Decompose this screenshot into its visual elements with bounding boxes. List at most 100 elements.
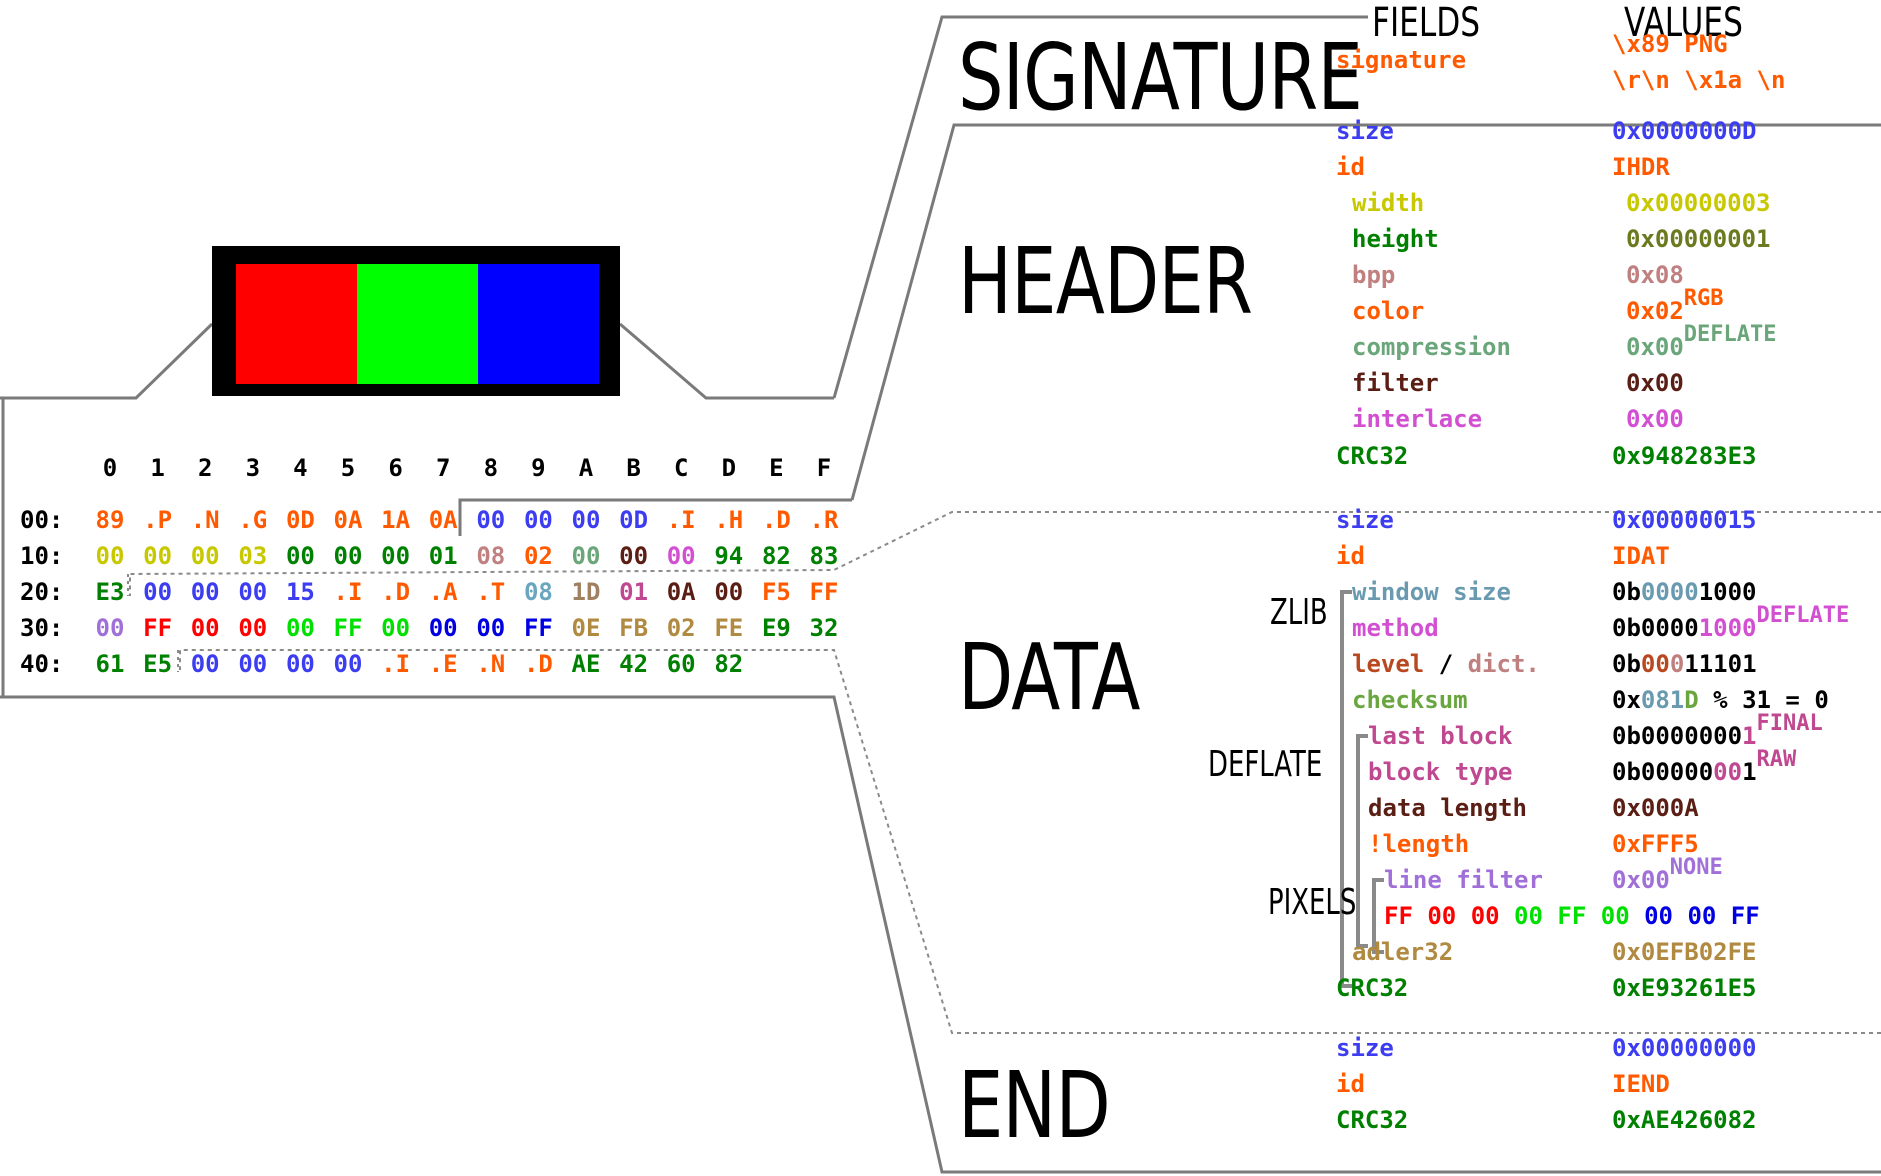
hex-byte: 1D (571, 578, 601, 606)
image-preview-frame (212, 246, 620, 396)
hex-byte: E5 (143, 650, 173, 678)
value-annotation: NONE (1669, 855, 1723, 880)
zlib-bracket (1340, 590, 1352, 988)
value-annotation: FINAL (1756, 711, 1823, 736)
field-label: width (1352, 189, 1425, 217)
hex-byte: 08 (523, 578, 553, 606)
deflate-bracket (1356, 734, 1368, 948)
hex-byte: FF (333, 614, 363, 642)
value-part: IHDR (1612, 153, 1670, 181)
hex-byte: 00 (238, 578, 268, 606)
value-part: 0x948283E3 (1612, 442, 1757, 470)
field-value: 0b00011101 (1612, 646, 1757, 682)
field-label: filter (1352, 369, 1439, 397)
value-annotation: DEFLATE (1756, 603, 1850, 628)
value-part: 0b (1612, 578, 1641, 606)
hex-byte: 00 (381, 614, 411, 642)
field-value: \x89 PNG (1612, 26, 1728, 62)
value-part: 0b (1612, 650, 1641, 678)
value-part: 0x0EFB02FE (1612, 938, 1757, 966)
hex-column-header: 3 (245, 454, 261, 482)
field-label: adler32 (1352, 938, 1454, 966)
hex-byte: FF (809, 578, 839, 606)
field-label: size (1336, 117, 1394, 145)
field-value: 0x02RGB (1626, 286, 1724, 331)
hex-byte: 0A (666, 578, 696, 606)
hex-byte: 0D (285, 506, 315, 534)
group-label-pixels: PIXELS (1268, 882, 1357, 923)
value-part: 0xFFF5 (1612, 830, 1699, 858)
hex-byte: AE (571, 650, 601, 678)
value-part: 00 FF 00 (1514, 902, 1645, 930)
hex-byte: 00 (285, 650, 315, 678)
field-value: 0x948283E3 (1612, 438, 1757, 474)
hex-column-header: 4 (293, 454, 308, 482)
field-label: CRC32 (1336, 1106, 1409, 1134)
hex-byte: 01 (428, 542, 458, 570)
signature-connector (832, 15, 1368, 399)
field-label: color (1352, 297, 1425, 325)
field-value: 0x00 (1626, 365, 1684, 401)
data-bottom-dashed (179, 649, 1881, 1034)
field-label: compression (1352, 333, 1511, 361)
hex-byte: 00 (619, 542, 649, 570)
hex-byte: 00 (428, 614, 458, 642)
hex-column-header: 8 (483, 454, 499, 482)
field-label: size (1336, 1034, 1394, 1062)
field-value: 0xAE426082 (1612, 1102, 1757, 1138)
hex-row-offset: 30: (20, 614, 64, 642)
hex-byte: 00 (143, 542, 173, 570)
value-part: 0b0000000 (1612, 722, 1743, 750)
hex-row-offset: 40: (20, 650, 64, 678)
image-pixel (478, 264, 599, 384)
hex-byte: 61 (95, 650, 125, 678)
value-part: 0x08 (1626, 261, 1684, 289)
value-part: 0x000A (1612, 794, 1699, 822)
field-label: line filter (1384, 866, 1543, 894)
field-label: interlace (1352, 405, 1483, 433)
hex-byte: .H (714, 506, 744, 534)
field-value: 0xE93261E5 (1612, 970, 1757, 1006)
field-value: 0x00NONE (1612, 855, 1723, 900)
hex-byte: 89 (95, 506, 125, 534)
values-heading: VALUES (1624, 0, 1743, 46)
value-part: 081 (1640, 686, 1685, 714)
field-label: height (1352, 225, 1439, 253)
value-part: 1000 (1698, 578, 1757, 606)
hex-byte: .A (428, 578, 458, 606)
hex-byte: 00 (95, 614, 125, 642)
image-pixel (357, 264, 478, 384)
field-value: IDAT (1612, 538, 1670, 574)
hex-byte: 00 (523, 506, 553, 534)
field-value: 0x00000003 (1626, 185, 1771, 221)
field-label: CRC32 (1336, 974, 1409, 1002)
hex-byte: .G (238, 506, 268, 534)
hex-byte: 00 (190, 614, 220, 642)
hex-byte: 00 (285, 614, 315, 642)
hex-column-header: 0 (102, 454, 118, 482)
hex-byte: .E (428, 650, 458, 678)
field-value: 0x0000000D (1612, 113, 1757, 149)
data-top-dashed (129, 511, 1881, 596)
field-value: 0x081D % 31 = 0 (1612, 682, 1829, 718)
hex-byte: 00 (571, 542, 601, 570)
value-part: 0 (1669, 650, 1685, 678)
value-part: 0x (1612, 686, 1641, 714)
fields-heading: FIELDS (1372, 0, 1481, 46)
value-part: 0x00000015 (1612, 506, 1757, 534)
field-value: IHDR (1612, 149, 1670, 185)
section-title-data: DATA (958, 624, 1141, 731)
field-value: FF 00 00 00 FF 00 00 00 FF (1384, 898, 1760, 934)
value-part: 1000 (1698, 614, 1757, 642)
section-title-signature: SIGNATURE (958, 24, 1363, 131)
field-label: checksum (1352, 686, 1468, 714)
field-value: 0x00000000 (1612, 1030, 1757, 1066)
hex-column-header: D (721, 454, 737, 482)
hex-byte: E9 (761, 614, 791, 642)
hex-byte: .T (476, 578, 506, 606)
hex-byte: 00 (476, 614, 506, 642)
hex-byte: .I (666, 506, 696, 534)
field-value: IEND (1612, 1066, 1670, 1102)
value-annotation: DEFLATE (1683, 322, 1777, 347)
